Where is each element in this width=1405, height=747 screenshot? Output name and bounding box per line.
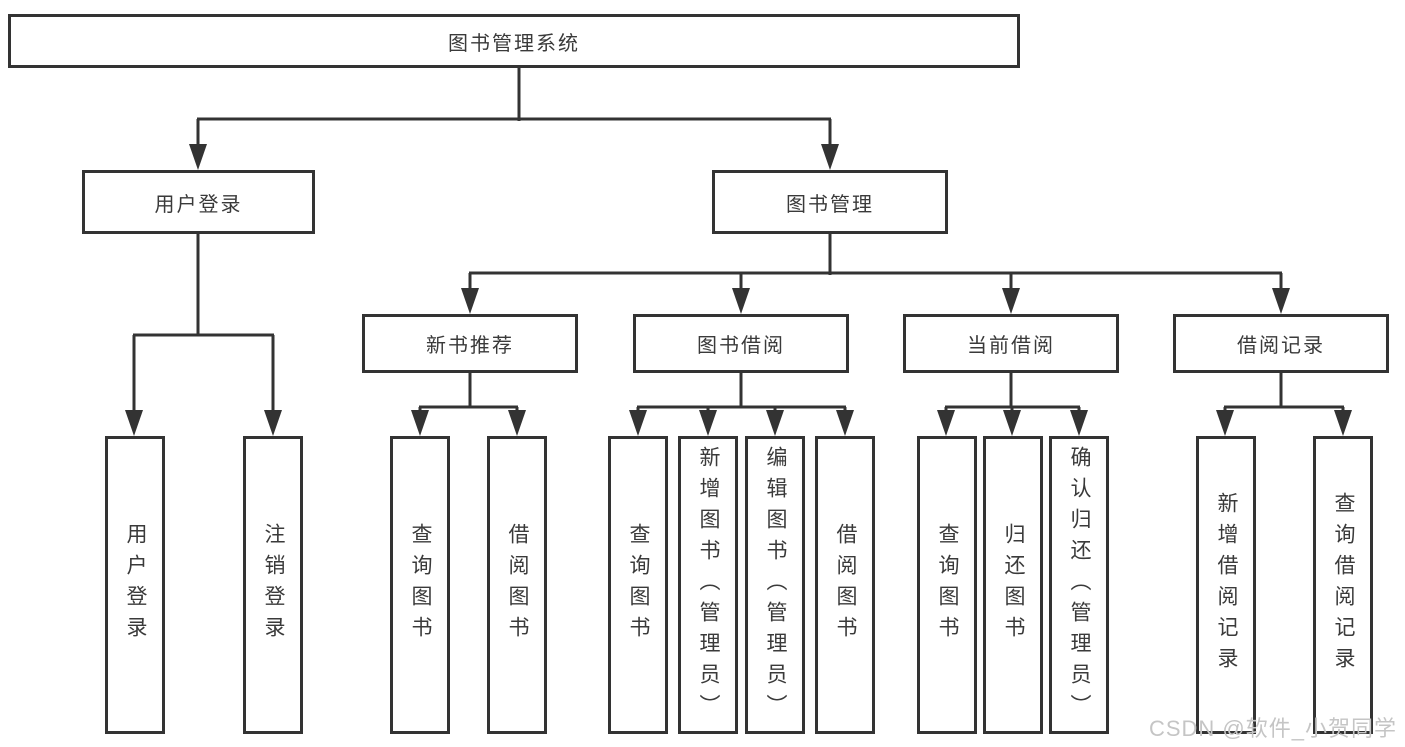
node-book-borrow: 图书借阅	[633, 314, 849, 373]
leaf-bb-borrow-books: 借阅图书	[815, 436, 875, 734]
leaf-cb-return-books: 归还图书	[983, 436, 1043, 734]
leaf-bb-add-books-admin: 新增图书（管理员）	[678, 436, 738, 734]
leaf-bb-query-books: 查询图书	[608, 436, 668, 734]
csdn-watermark: CSDN @软件_小贺同学	[1148, 716, 1397, 741]
node-library-management-system: 图书管理系统	[8, 14, 1020, 68]
leaf-user-login: 用户登录	[105, 436, 165, 734]
node-new-book-recommend: 新书推荐	[362, 314, 578, 373]
leaf-bb-edit-books-admin: 编辑图书（管理员）	[745, 436, 805, 734]
leaf-nb-borrow-books: 借阅图书	[487, 436, 547, 734]
node-current-borrow: 当前借阅	[903, 314, 1119, 373]
leaf-nb-query-books: 查询图书	[390, 436, 450, 734]
leaf-br-add-record: 新增借阅记录	[1196, 436, 1256, 734]
leaf-br-query-record: 查询借阅记录	[1313, 436, 1373, 734]
leaf-logout: 注销登录	[243, 436, 303, 734]
node-borrow-records: 借阅记录	[1173, 314, 1389, 373]
leaf-cb-confirm-return-admin: 确认归还（管理员）	[1049, 436, 1109, 734]
arrowheads	[125, 144, 1352, 436]
leaf-cb-query-books: 查询图书	[917, 436, 977, 734]
node-book-management: 图书管理	[712, 170, 948, 234]
node-user-login: 用户登录	[82, 170, 315, 234]
